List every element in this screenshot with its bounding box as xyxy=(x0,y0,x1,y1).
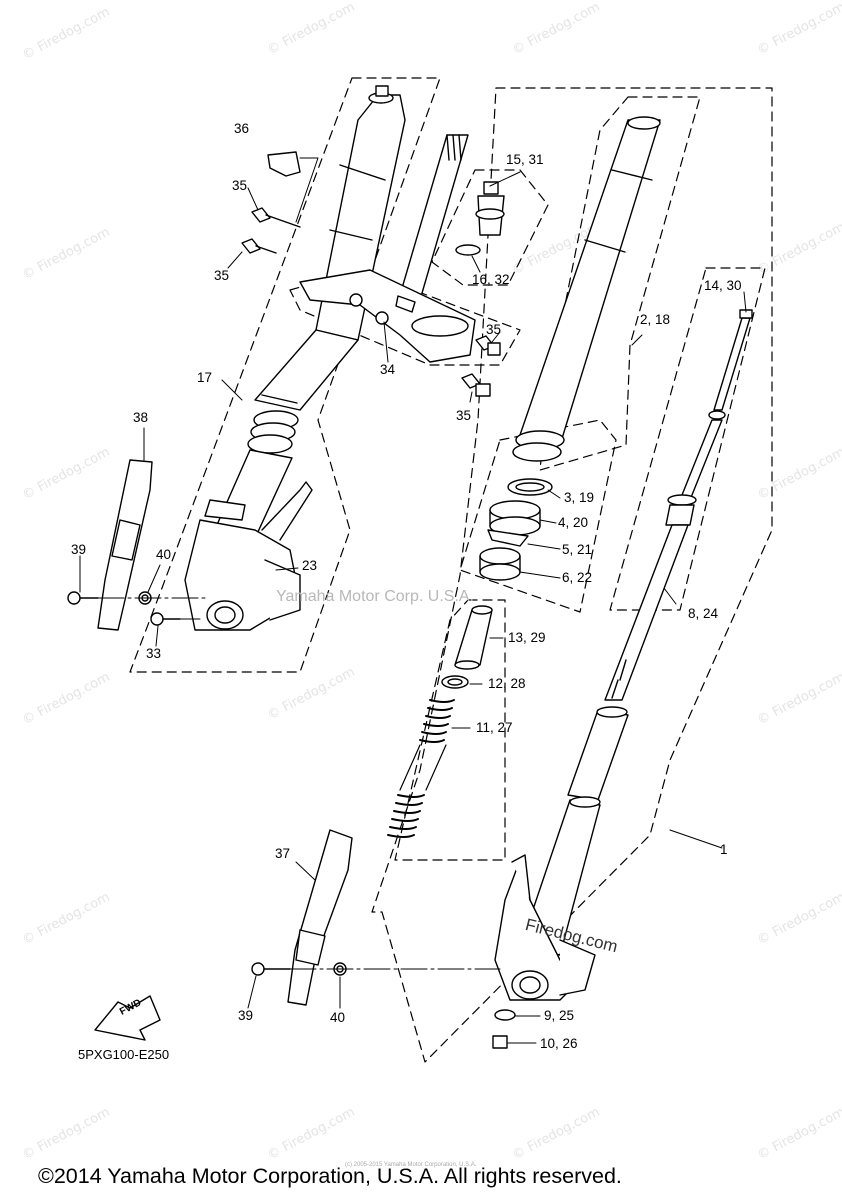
part-label-14-30: 14, 30 xyxy=(704,278,742,293)
part-label-35: 35 xyxy=(232,178,248,193)
part-label-3-19: 3, 19 xyxy=(564,490,595,505)
part-label-13-29: 13, 29 xyxy=(508,630,546,645)
copyright-notice: ©2014 Yamaha Motor Corporation, U.S.A. A… xyxy=(38,1164,622,1188)
right-lower-leg xyxy=(494,706,629,1001)
dashed-group-outlines xyxy=(129,77,773,1063)
part-label-1: 1 xyxy=(720,842,728,857)
part-label-16-32: 16, 32 xyxy=(472,272,510,287)
part-label-40: 40 xyxy=(156,547,172,562)
cap-bolt xyxy=(455,181,505,256)
steering-stem xyxy=(299,134,476,363)
springs xyxy=(387,699,455,838)
small-fasteners xyxy=(67,591,347,976)
bottom-bolt xyxy=(492,1009,516,1049)
diagram-code: 5PXG100-E250 xyxy=(78,1047,170,1062)
part-label-35: 35 xyxy=(214,268,230,283)
center-watermark: Yamaha Motor Corp. U.S.A. xyxy=(276,588,474,605)
damper-rod xyxy=(604,309,753,701)
part-label-35: 35 xyxy=(456,408,472,423)
part-label-9-25: 9, 25 xyxy=(544,1008,575,1023)
part-label-33: 33 xyxy=(146,646,162,661)
part-label-15-31: 15, 31 xyxy=(506,152,544,167)
part-label-39: 39 xyxy=(71,542,87,557)
tag-36 xyxy=(267,151,301,177)
part-label-8-24: 8, 24 xyxy=(688,606,719,621)
part-label-10-26: 10, 26 xyxy=(540,1036,578,1051)
bolts-35 xyxy=(241,207,501,397)
part-label-23: 23 xyxy=(302,558,318,573)
leader-lines xyxy=(79,157,747,1044)
spacer xyxy=(441,605,493,689)
part-label-35: 35 xyxy=(486,322,502,337)
part-label-36: 36 xyxy=(234,121,250,136)
small-copyright: (c) 2005-2015 Yamaha Motor Corporation, … xyxy=(345,1162,477,1168)
fork-guards xyxy=(97,459,353,1006)
part-label-37: 37 xyxy=(275,846,291,861)
part-label-4-20: 4, 20 xyxy=(558,515,589,530)
part-label-2-18: 2, 18 xyxy=(640,312,671,327)
centerlines xyxy=(97,597,501,970)
part-label-34: 34 xyxy=(380,362,396,377)
part-label-6-22: 6, 22 xyxy=(562,570,593,585)
part-label-5-21: 5, 21 xyxy=(562,542,593,557)
part-label-40: 40 xyxy=(330,1010,346,1025)
part-label-11-27: 11, 27 xyxy=(476,720,513,735)
seal-stack xyxy=(479,478,553,581)
part-label-17: 17 xyxy=(197,370,213,385)
right-outer-tube xyxy=(512,116,661,462)
part-label-12-28: 12, 28 xyxy=(488,676,526,691)
part-label-39: 39 xyxy=(238,1008,254,1023)
fwd-arrow xyxy=(94,995,161,1041)
part-label-38: 38 xyxy=(133,410,149,425)
